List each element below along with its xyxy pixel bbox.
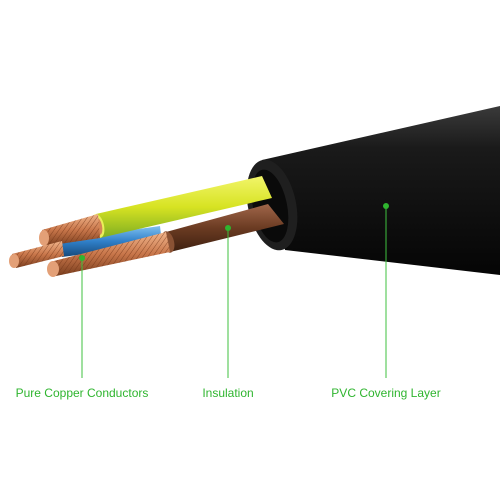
copper-conductors: [9, 214, 170, 277]
callout-pvc: [383, 203, 389, 378]
label-insulation: Insulation: [202, 386, 254, 400]
callout-insulation: [225, 225, 231, 378]
label-pvc-covering-layer: PVC Covering Layer: [331, 386, 441, 400]
label-pure-copper-conductors: Pure Copper Conductors: [15, 386, 149, 400]
pvc-jacket: [246, 106, 500, 275]
blue-insulated-wire: [60, 226, 162, 257]
callout-copper: [79, 255, 85, 378]
